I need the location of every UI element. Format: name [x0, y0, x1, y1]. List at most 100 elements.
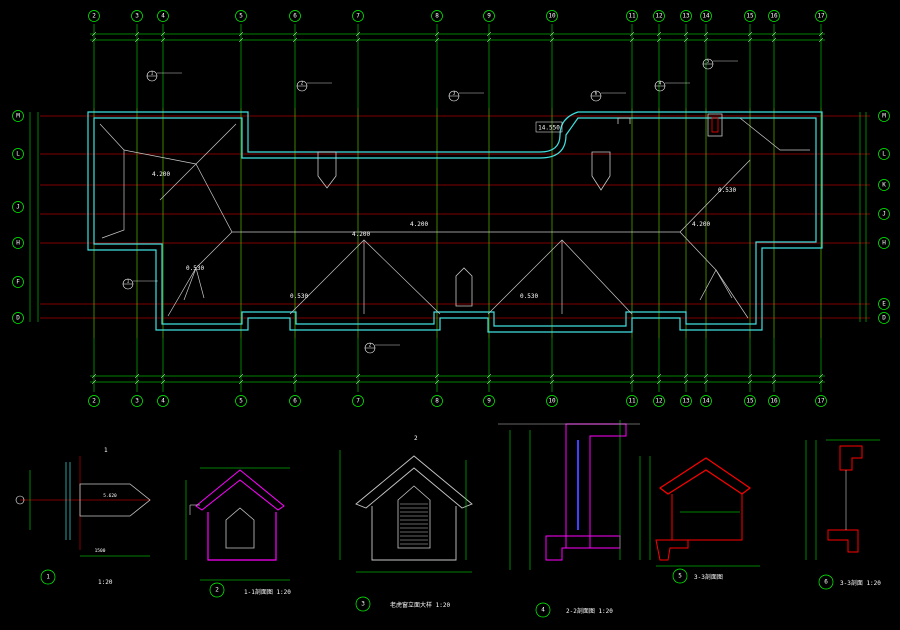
building-outline — [87, 111, 823, 333]
dimension-lines — [29, 31, 867, 385]
detail-2-bubble — [209, 582, 225, 598]
dormer-symbols — [317, 113, 723, 307]
dimension-tick — [486, 379, 492, 385]
axis-bubble-top: 11 — [626, 10, 638, 22]
axis-bubble-bottom: 4 — [157, 395, 169, 407]
dimension-tick — [292, 373, 298, 379]
svg-text:7: 7 — [356, 398, 360, 405]
dimension-tick — [238, 37, 244, 43]
svg-text:11: 11 — [628, 398, 636, 405]
detail-4-number: 4 — [541, 607, 545, 614]
louver-lines — [400, 503, 428, 545]
svg-text:2: 2 — [92, 13, 96, 20]
axis-bubble-left: J — [12, 201, 24, 213]
axis-bubble-bottom: 13 — [680, 395, 692, 407]
dimension-tick — [629, 373, 635, 379]
axis-bubble-top: 15 — [744, 10, 756, 22]
svg-text:L: L — [16, 151, 20, 158]
svg-text:K: K — [882, 182, 886, 189]
dimension-tick — [355, 31, 361, 37]
section-callout: 2 — [364, 343, 400, 354]
axis-bubble-top: 9 — [483, 10, 495, 22]
dimension-tick — [683, 31, 689, 37]
dimension-tick — [434, 31, 440, 37]
dimension-tick — [549, 379, 555, 385]
svg-text:5.620: 5.620 — [103, 493, 117, 499]
dimension-tick — [238, 373, 244, 379]
detail-6-number: 6 — [824, 579, 828, 586]
axis-bubble-top: 10 — [546, 10, 558, 22]
dimension-tick — [629, 31, 635, 37]
dimension-tick — [683, 373, 689, 379]
svg-text:14: 14 — [702, 398, 710, 405]
axis-bubble-left: H — [12, 237, 24, 249]
svg-text:10: 10 — [548, 13, 556, 20]
dimension-tick — [683, 379, 689, 385]
elevation-tag-text: 14.550 — [538, 125, 560, 132]
svg-text:2: 2 — [92, 398, 96, 405]
axis-bubble-bottom: 14 — [700, 395, 712, 407]
axis-bubble-bottom: 16 — [768, 395, 780, 407]
svg-text:17: 17 — [817, 13, 825, 20]
dimension-tick — [355, 373, 361, 379]
detail-3-bubble — [355, 596, 371, 612]
detail-6-title: 3-3剖面 1:20 — [840, 579, 881, 587]
detail-2-number: 2 — [215, 587, 219, 594]
detail-3-title: 老虎窗立面大样 1:20 — [390, 601, 450, 609]
svg-text:4: 4 — [161, 13, 165, 20]
slope-mark: 0.530 — [290, 293, 308, 300]
svg-text:8: 8 — [435, 13, 439, 20]
svg-text:H: H — [882, 240, 886, 247]
grid-lines-red — [40, 108, 870, 338]
dimension-tick — [292, 379, 298, 385]
svg-text:16: 16 — [770, 398, 778, 405]
svg-text:8: 8 — [435, 398, 439, 405]
svg-text:2: 2 — [301, 81, 304, 87]
axis-bubble-top: 5 — [235, 10, 247, 22]
svg-text:11: 11 — [628, 13, 636, 20]
svg-text:5: 5 — [239, 13, 243, 20]
section-callout: 6 — [590, 91, 626, 102]
dimension-tick — [434, 37, 440, 43]
dimension-tick — [134, 37, 140, 43]
svg-text:H: H — [16, 240, 20, 247]
axis-bubble-bottom: 12 — [653, 395, 665, 407]
dimension-tick — [703, 379, 709, 385]
detail-1-drawing: 5.620 1500 1 — [15, 447, 151, 557]
axis-bubble-bottom: 10 — [546, 395, 558, 407]
svg-text:1: 1 — [151, 71, 154, 77]
axis-bubble-right: K — [878, 179, 890, 191]
dimension-tick — [747, 379, 753, 385]
axis-bubble-bottom: 5 — [235, 395, 247, 407]
svg-text:6: 6 — [595, 91, 598, 97]
axis-bubble-top: 8 — [431, 10, 443, 22]
detail-4-bubble — [535, 602, 551, 618]
axis-bubble-top: 14 — [700, 10, 712, 22]
axis-bubble-left: M — [12, 110, 24, 122]
detail-2-section — [185, 467, 290, 581]
detail-3-header: 2 — [414, 435, 418, 442]
dimension-tick — [818, 379, 824, 385]
dimension-tick — [160, 373, 166, 379]
dimension-tick — [656, 379, 662, 385]
axis-bubble-left: F — [12, 276, 24, 288]
dimension-tick — [703, 373, 709, 379]
slope-mark: 0.530 — [718, 187, 736, 194]
detail-1-title: 1:20 — [98, 579, 113, 586]
dimension-tick — [747, 37, 753, 43]
dimension-tick — [549, 373, 555, 379]
svg-text:3: 3 — [135, 13, 139, 20]
svg-text:13: 13 — [682, 398, 690, 405]
svg-text:14: 14 — [702, 13, 710, 20]
section-callout: 1 — [146, 71, 182, 82]
roof-ridge-lines — [99, 117, 810, 319]
section-callout: 2 — [296, 81, 332, 92]
svg-text:6: 6 — [293, 398, 297, 405]
dimension-tick — [818, 37, 824, 43]
svg-text:2: 2 — [369, 343, 372, 349]
axis-bubble-bottom: 9 — [483, 395, 495, 407]
axis-bubble-top: 2 — [88, 10, 100, 22]
dimension-tick — [434, 373, 440, 379]
dimension-tick — [703, 37, 709, 43]
